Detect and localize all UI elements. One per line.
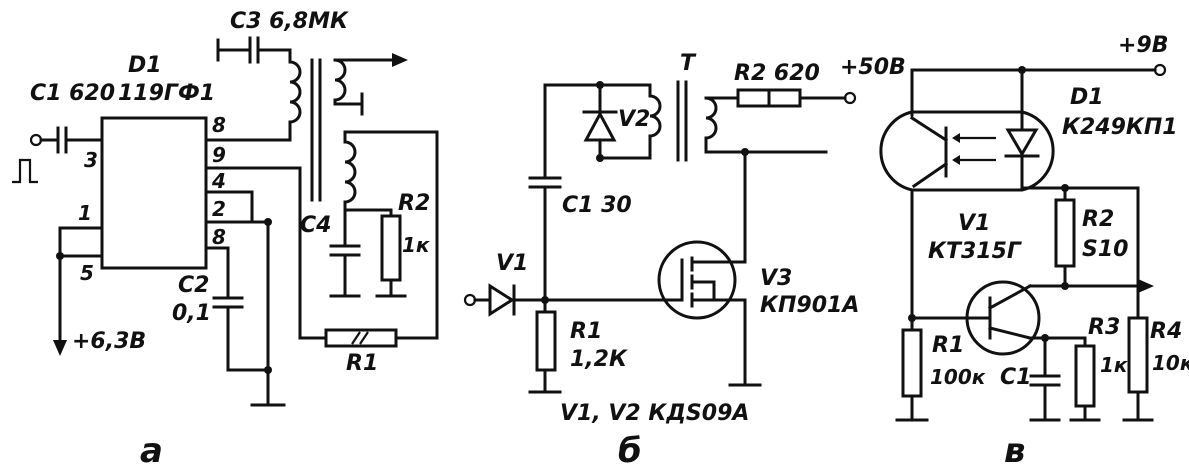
r2-resistor-a [380,214,402,282]
r2-resistor-c [1054,198,1076,268]
label-b-r1-val: 1,2К [570,347,628,372]
phototransistor-emitter [911,161,949,189]
label-c-r3-name: R3 [1088,315,1120,340]
label-b-v2: V2 [618,107,650,132]
r3-resistor [1074,344,1096,408]
light-arrowhead-1 [952,133,960,143]
label-b-diodes: V1, V2 КДS09А [560,401,749,426]
t-primary [648,83,662,160]
label-c-c1: C1 [1000,365,1031,390]
label-c-supply: +9В [1118,33,1169,58]
label-a-c2-name: C2 [178,273,209,298]
label-a-pin3: 3 [84,148,98,172]
secondary-coil-top [333,58,347,106]
v1-diode-body [488,283,515,317]
t-secondary [704,96,718,154]
label-c-r2-name: R2 [1082,207,1114,232]
supply-arrow-a [53,340,67,356]
label-a-d1-name: D1 [128,53,162,78]
v1-collector [987,283,1033,311]
v1-emitter [988,326,1032,340]
label-a-pin8b: 8 [212,225,226,249]
phototransistor-collector [909,115,949,143]
label-a-supply: +6,3В [72,329,146,354]
label-c-r1-name: R1 [932,333,964,358]
label-b-r2: R2 620 [734,61,820,86]
label-c-r2-val: S10 [1082,237,1128,262]
label-a-pin9: 9 [212,143,226,167]
label-c-r3-val: 1к [1100,353,1128,377]
label-b-c1: C1 30 [562,193,632,218]
output-arrow-a [392,53,408,67]
output-arrow-c [1138,279,1154,293]
label-a-c2-val: 0,1 [172,301,211,326]
caption-b: б [618,431,642,471]
label-b-v3-name: V3 [760,266,792,291]
label-a-pin5: 5 [80,261,94,285]
secondary-coil-bottom [343,130,357,212]
supply-terminal-b [843,91,857,105]
label-c-r4-name: R4 [1150,319,1182,344]
r1-resistor-c [901,328,923,398]
label-a-pin1: 1 [78,201,92,225]
light-arrowhead-2 [952,155,960,165]
label-a-pin2: 2 [212,197,226,221]
supply-terminal-c [1153,63,1167,77]
label-b-r1-name: R1 [570,319,602,344]
label-a-r2-name: R2 [398,191,430,216]
r1-resistor-b [535,310,557,372]
label-a-pin8a: 8 [212,113,226,137]
panel-c [879,63,1167,422]
label-b-v3-type: КП901А [760,293,859,318]
label-a-r2-val: 1к [402,233,430,257]
label-c-d1-type: К249КП1 [1062,115,1178,140]
junction-b-1 [596,81,604,89]
label-b-supply: +50В [840,55,906,80]
pulse-symbol [12,158,38,184]
v3-transistor-body [657,240,737,320]
label-a-c1: C1 620 [30,81,115,106]
d1-chip-body [100,116,208,270]
panel-b [463,80,857,394]
r1-hatch-1 [351,331,361,345]
label-c-r4-val: 10к [1152,351,1189,375]
label-a-d1-type: 119ГФ1 [118,81,215,106]
r4-resistor [1127,316,1149,394]
label-c-v1-type: КТ315Г [928,239,1022,264]
label-c-r1-val: 100к [930,365,986,389]
optocoupler-body [879,110,1055,192]
panel-a [12,36,439,407]
label-b-t: T [680,51,697,76]
led-body [1005,128,1039,157]
caption-a: a [140,431,163,471]
label-c-v1-name: V1 [958,211,990,236]
caption-c: в [1004,431,1026,471]
label-a-c4: C4 [300,213,331,238]
label-a-c3: C3 6,8МК [230,9,349,34]
label-a-pin4: 4 [211,169,226,193]
label-b-v1: V1 [496,251,528,276]
label-c-d1-name: D1 [1070,85,1104,110]
primary-coil [288,48,302,142]
v2-diode-body [583,110,617,142]
label-a-r1: R1 [346,351,378,376]
r1-hatch-2 [359,331,369,345]
